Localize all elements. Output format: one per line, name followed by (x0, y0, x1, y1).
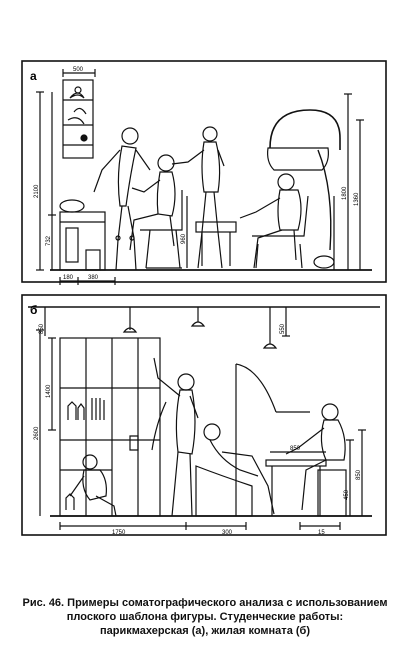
dim-a-1360: 1360 (354, 192, 360, 206)
panel-b-label: б (30, 303, 37, 317)
caption-line-2: плоского шаблона фигуры. Студенческие ра… (66, 611, 344, 623)
panel-a-label: а (30, 69, 37, 83)
figure-caption: Рис. 46. Примеры соматографического анал… (14, 596, 396, 638)
dim-b-1400: 1400 (46, 384, 52, 398)
dim-b-15: 15 (318, 530, 325, 536)
dim-a-2100: 2100 (34, 184, 40, 198)
dim-a-960: 960 (181, 233, 187, 244)
dim-b-550: 550 (280, 323, 286, 334)
caption-line-3: парикмахерская (а), жилая комната (б) (100, 625, 310, 637)
dim-b-300: 300 (222, 530, 233, 536)
dim-b-850-table: 850 (290, 446, 301, 452)
dim-b-450: 450 (344, 489, 350, 500)
dim-b-850-right: 850 (356, 469, 362, 480)
dim-a-180: 180 (63, 275, 74, 281)
dim-a-380: 380 (88, 275, 99, 281)
dim-a-500: 500 (73, 67, 84, 73)
dim-b-1750: 1750 (112, 530, 126, 536)
dim-a-1800: 1800 (342, 186, 348, 200)
dim-a-732: 732 (46, 235, 52, 246)
dim-b-850: 850 (39, 323, 45, 334)
panel-a (21, 60, 387, 285)
panel-b-frame (21, 294, 387, 536)
caption-line-1: Рис. 46. Примеры соматографического анал… (22, 597, 388, 609)
panel-b (21, 294, 387, 536)
panel-a-frame (21, 60, 387, 283)
dim-b-2600: 2600 (34, 426, 40, 440)
